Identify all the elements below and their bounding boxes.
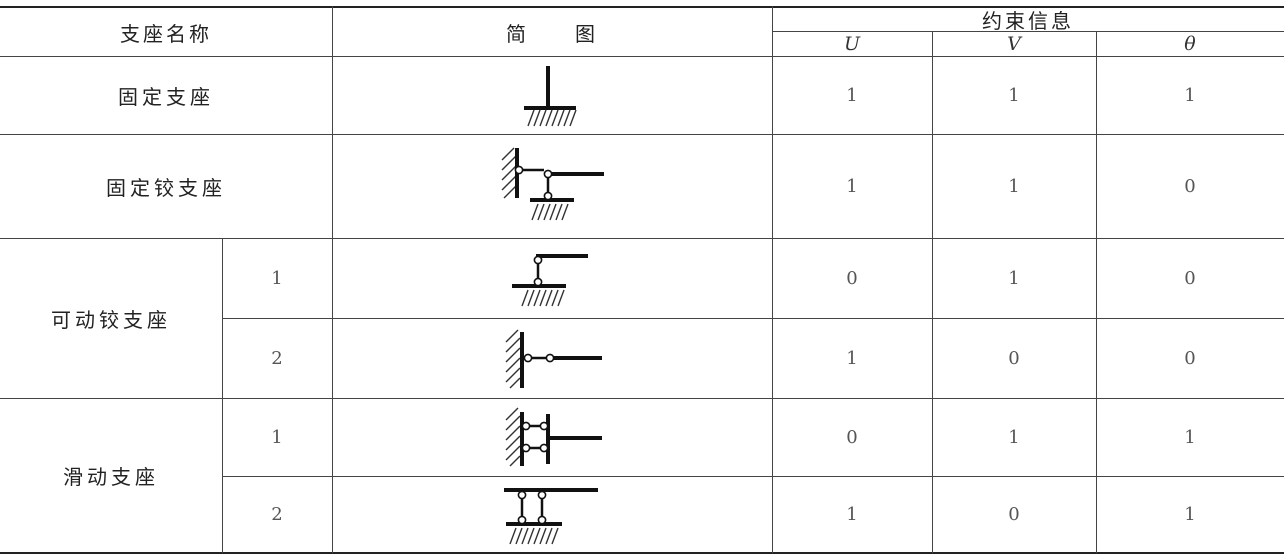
col-rule-diagram <box>332 6 333 553</box>
header-bottom-rule <box>0 56 1284 57</box>
row-5-v: 0 <box>1008 504 1020 525</box>
row-0-v: 1 <box>1008 85 1020 106</box>
row-3-theta: 0 <box>1184 348 1196 369</box>
row-name-movable-hinge-support: 可动铰支座 <box>51 308 171 332</box>
row-3-u: 1 <box>846 348 858 369</box>
row-name-fixed-hinge-support: 固定铰支座 <box>106 176 226 200</box>
header-support-name: 支座名称 <box>120 21 212 46</box>
col-rule-theta <box>1096 31 1097 553</box>
row-1-u: 1 <box>846 176 858 197</box>
row-1-v: 1 <box>1008 176 1020 197</box>
header-u: U <box>843 33 860 55</box>
row-rule-1 <box>0 134 1284 135</box>
row-4-v: 1 <box>1008 427 1020 448</box>
row-1-theta: 0 <box>1184 176 1196 197</box>
col-rule-sub <box>222 238 223 553</box>
row-4-sub: 1 <box>271 427 283 448</box>
row-0-u: 1 <box>846 85 858 106</box>
row-5-theta: 1 <box>1184 504 1196 525</box>
row-2-sub: 1 <box>271 268 283 289</box>
sliding-support-vertical-diagram <box>500 484 604 548</box>
row-name-sliding-support: 滑动支座 <box>63 465 159 489</box>
sliding-support-horizontal-diagram <box>504 406 608 470</box>
row-4-u: 0 <box>846 427 858 448</box>
row-0-theta: 1 <box>1184 85 1196 106</box>
roller-support-horizontal-diagram <box>504 328 608 390</box>
header-theta: θ <box>1184 33 1196 55</box>
table-bottom-rule <box>0 552 1284 554</box>
col-rule-v <box>932 31 933 553</box>
row-2-u: 0 <box>846 268 858 289</box>
row-rule-3 <box>222 318 1284 319</box>
constraint-header-rule <box>772 31 1284 32</box>
header-diagram: 简 图 <box>506 21 598 46</box>
row-3-sub: 2 <box>271 348 283 369</box>
fixed-hinge-support-diagram <box>500 146 610 230</box>
roller-support-vertical-diagram <box>510 250 594 308</box>
row-5-u: 1 <box>846 504 858 525</box>
row-4-theta: 1 <box>1184 427 1196 448</box>
row-rule-5 <box>222 476 1284 477</box>
fixed-support-diagram <box>518 64 584 128</box>
row-rule-2 <box>0 238 1284 239</box>
row-2-theta: 0 <box>1184 268 1196 289</box>
col-rule-u <box>772 6 773 553</box>
header-constraint-info: 约束信息 <box>982 8 1074 33</box>
row-3-v: 0 <box>1008 348 1020 369</box>
row-rule-4 <box>0 398 1284 399</box>
row-name-fixed-support: 固定支座 <box>118 85 214 109</box>
row-2-v: 1 <box>1008 268 1020 289</box>
table-top-rule <box>0 6 1284 8</box>
header-v: V <box>1007 33 1021 55</box>
row-5-sub: 2 <box>271 504 283 525</box>
